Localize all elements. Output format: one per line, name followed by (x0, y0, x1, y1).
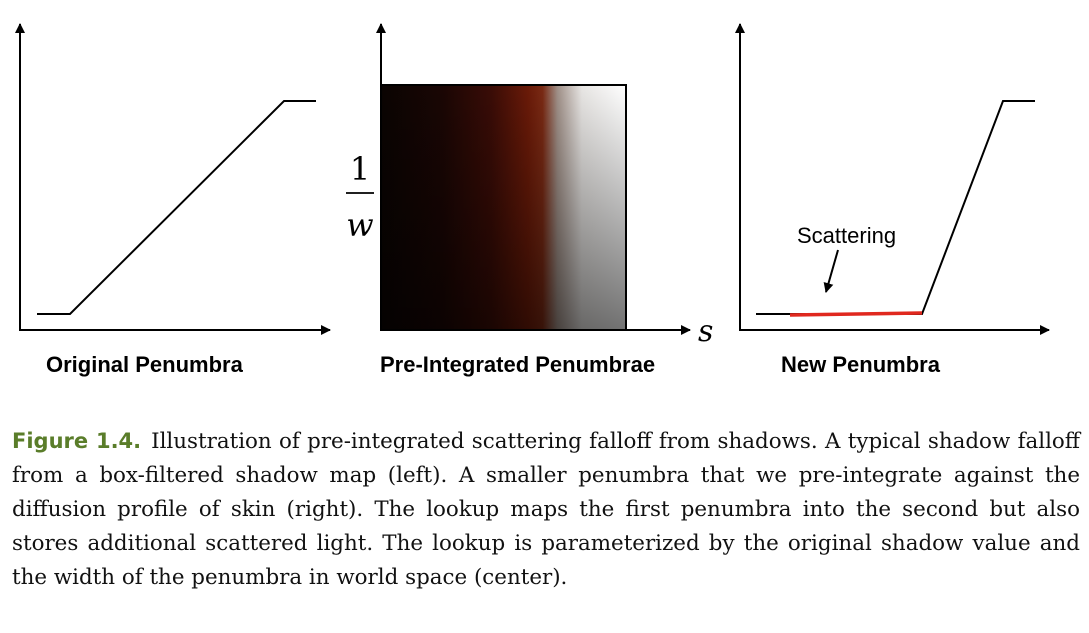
caption-text: Illustration of pre-integrated scatterin… (12, 429, 1080, 590)
figure-caption: Figure 1.4.Illustration of pre-integrate… (12, 424, 1080, 595)
left-plot (15, 23, 331, 335)
right-plot: Scattering (735, 23, 1050, 335)
figure: 1 w s Scattering Original Penumbra Pre-I… (15, 23, 1050, 377)
center-y-label-numerator: 1 (350, 150, 370, 188)
center-plot: 1 w s (346, 23, 713, 349)
scattering-arrow (823, 249, 839, 293)
center-x-label: s (698, 314, 713, 349)
right-panel-label: New Penumbra (781, 352, 940, 377)
figure-graphics: 1 w s Scattering (15, 23, 1050, 349)
right-penumbra-curve (756, 100, 1035, 315)
figure-number: Figure 1.4. (12, 429, 142, 453)
scattering-annotation: Scattering (797, 223, 896, 248)
center-y-label-denominator: w (346, 206, 373, 244)
left-penumbra-curve (37, 100, 316, 315)
scattering-segment (789, 311, 923, 317)
left-panel-label: Original Penumbra (46, 352, 243, 377)
lookup-texture-shading (381, 85, 626, 330)
center-panel-label: Pre-Integrated Penumbrae (380, 352, 656, 377)
